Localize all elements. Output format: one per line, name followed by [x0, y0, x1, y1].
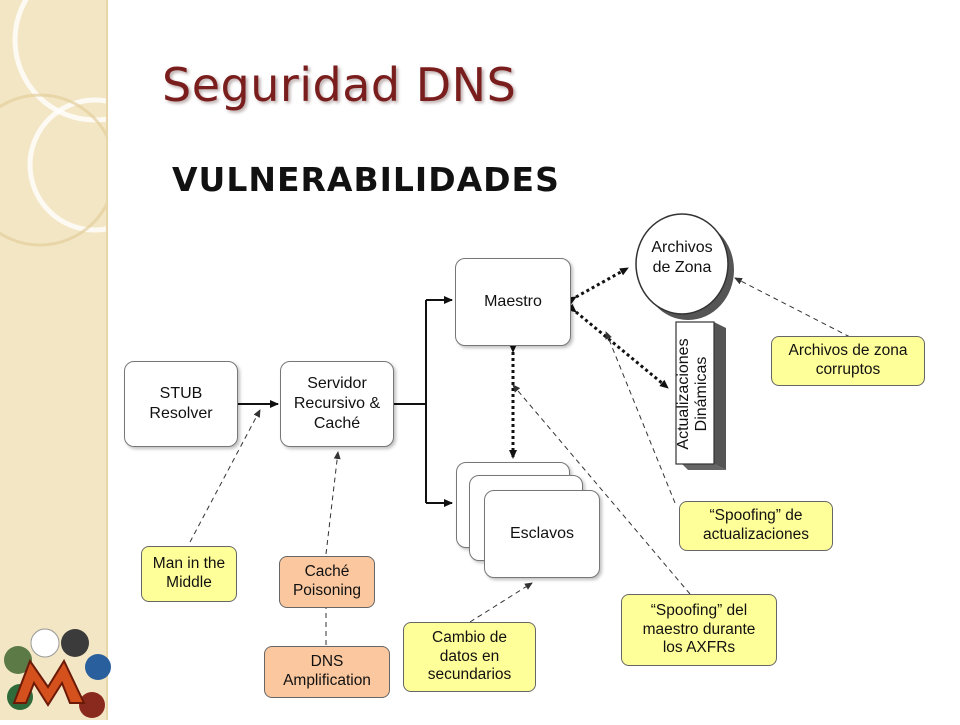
side-decoration [0, 0, 108, 720]
threat-spoofing-maestro: “Spoofing” del maestro durante los AXFRs [621, 594, 777, 666]
actualizaciones-label: Actualizaciones Dinámicas [675, 338, 711, 450]
threat-man-in-the-middle: Man in the Middle [141, 546, 237, 602]
threat-arrow-spoof-maestro [512, 384, 691, 595]
decorative-circles-icon [0, 0, 106, 247]
servidor-recursivo-box: Servidor Recursivo & Caché [280, 361, 394, 447]
actualizaciones-block-icon [675, 321, 726, 470]
esclavos-box: Esclavos [484, 490, 600, 578]
threat-arrow-spoof-actualizaciones [605, 331, 676, 504]
threat-dns-amplification: DNS Amplification [264, 646, 390, 698]
threat-arrow-archivos-corruptos [734, 277, 851, 338]
archivos-zona-label: Archivos de Zona [651, 239, 713, 276]
arrow-maestro-actualizaciones [567, 303, 669, 390]
threat-archivos-corruptos: Archivos de zona corruptos [771, 336, 925, 386]
arrow-maestro-archivos [567, 266, 629, 305]
slide-title: Seguridad DNS [162, 58, 517, 112]
maestro-box: Maestro [455, 258, 571, 346]
threat-cambio-datos: Cambio de datos en secundarios [403, 622, 536, 692]
archivos-zona-disk-icon [635, 213, 734, 320]
stub-resolver-box: STUB Resolver [124, 361, 238, 447]
slide-subtitle: VULNERABILIDADES [172, 160, 560, 199]
threat-arrow-cambio [469, 582, 533, 623]
threat-arrow-cache [325, 451, 341, 555]
magic-m-logo-icon [4, 628, 111, 718]
threat-spoofing-actualizaciones: “Spoofing” de actualizaciones [679, 501, 833, 551]
threat-arrow-mitm [189, 409, 261, 543]
threat-cache-poisoning: Caché Poisoning [279, 556, 375, 608]
